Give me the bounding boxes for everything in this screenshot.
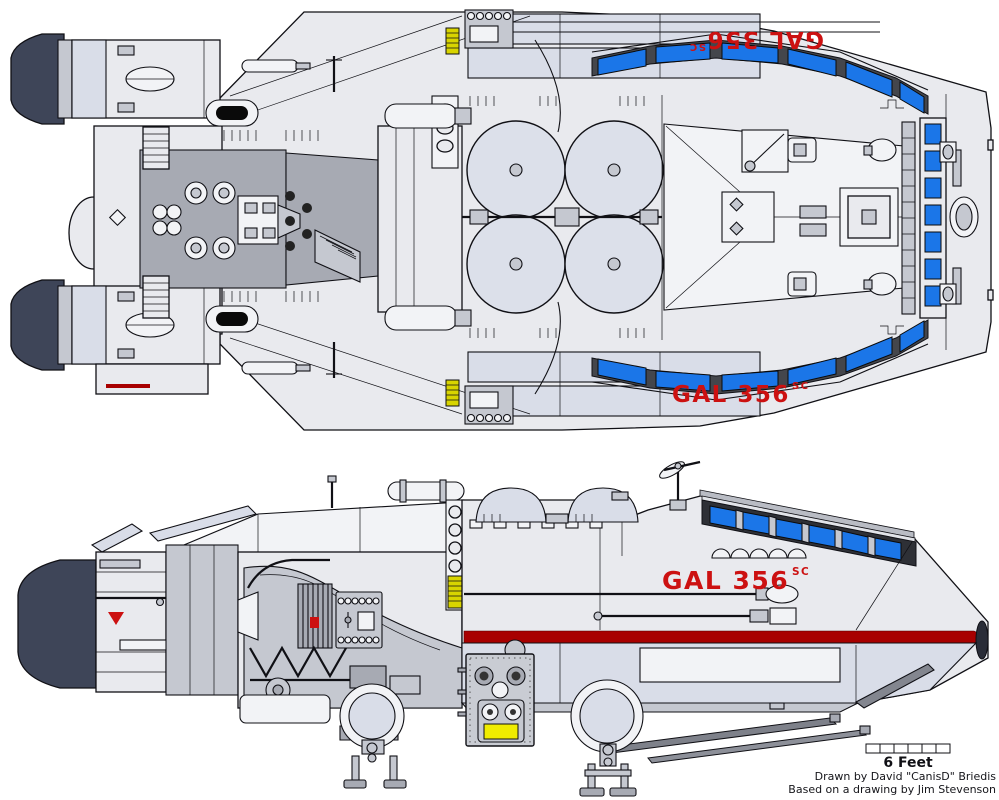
equipment-box-bottom [464,385,514,425]
cabin-consoles [721,129,899,247]
engine-pod-bottom [10,279,221,395]
canopy-band-top [591,33,929,115]
riveted-equipment-panel [457,639,535,747]
canopy-band-bottom [591,319,929,401]
registry-text: GAL 356 [706,26,824,52]
canopy-pane [899,81,925,114]
side-cannons [241,56,342,378]
antenna [611,460,701,511]
side-view: GAL 356 SC [17,460,989,797]
red-triangle-marker [108,612,124,625]
canopy-pane [721,370,779,392]
detail-column [445,499,465,611]
scale-label: 6 Feet [883,755,933,771]
nose-window-pane [924,177,942,199]
registry-top-starboard: GAL 356 SC [672,381,810,408]
canopy-pane [721,42,779,64]
grate-hatch [314,229,361,283]
side-machinery [237,499,465,741]
turbine-details [152,181,236,260]
registry-top-port: GAL 356 SC [688,26,824,52]
equipment-box-top [464,9,514,49]
nose-window-pane [924,150,942,172]
red-square-marker [310,617,319,628]
racetrack-vents [205,99,259,333]
top-mid-section [377,9,880,425]
ladder-olive-bottom [445,379,460,407]
registry-superscript: SC [792,381,810,392]
engine-nozzle-side [17,559,97,689]
yellow-placard [483,723,519,740]
engine-pod-top [10,33,221,125]
credit-line-1: Drawn by David "CanisD" Briedis [815,770,997,783]
top-view: GAL 356 SC GAL 356 SC [10,9,994,431]
roof-rails [387,479,465,503]
canopy-pane [899,320,925,353]
nose-window-pane [924,258,942,280]
canopy-pane [787,48,837,77]
red-marking-stripe-small [106,384,150,388]
side-engine [17,544,239,696]
canopy-pane [787,357,837,386]
landing-gear-front [570,679,644,797]
registry-superscript: SC [688,41,706,52]
nose-window-pane [924,204,942,226]
nose-window-pane [924,123,942,145]
fuel-tanks [462,96,664,338]
registry-text: GAL 356 [672,382,790,408]
nose-cap [975,620,989,660]
hull-stripe [463,630,987,644]
machinery-dots [285,191,312,251]
nose-window-pane [924,285,942,307]
cockpit-window-band [701,499,917,567]
engine-nozzle-top [10,33,65,125]
ladder-olive-top [445,27,460,55]
canopy-pane [655,42,711,64]
comb-details [223,130,319,302]
canopy-pane [597,358,647,386]
ramp-rails [596,713,871,764]
canopy-pane [845,61,893,98]
landing-gear-rear [339,683,407,789]
canopy-pane [655,370,711,392]
engine-nozzle-bottom [10,279,65,371]
registry-text: GAL 356 [662,566,789,595]
top-machinery-bay [139,56,451,378]
nose-window-strip [924,123,942,307]
hull-teeth [469,519,603,529]
registry-side: GAL 356 SC [662,566,810,595]
canopy-pane [597,48,647,76]
nose-window-pane [924,231,942,253]
registry-superscript: SC [792,566,810,578]
capsule-details [384,103,472,331]
tank-combs [469,96,645,338]
canopy-pane [845,336,893,373]
ring-details [711,548,807,559]
scale-and-credits: 6 Feet Drawn by David "CanisD" Briedis B… [788,743,997,796]
top-cabin-section [661,94,994,350]
probe-rods [247,558,799,625]
credit-line-2: Based on a drawing by Jim Stevenson [788,783,996,796]
instrument-boxes [787,137,897,297]
side-lower-hull [339,639,978,797]
scale-bar [865,743,951,754]
equipment-panel-mid [335,591,383,649]
nose-face-details [880,94,994,350]
